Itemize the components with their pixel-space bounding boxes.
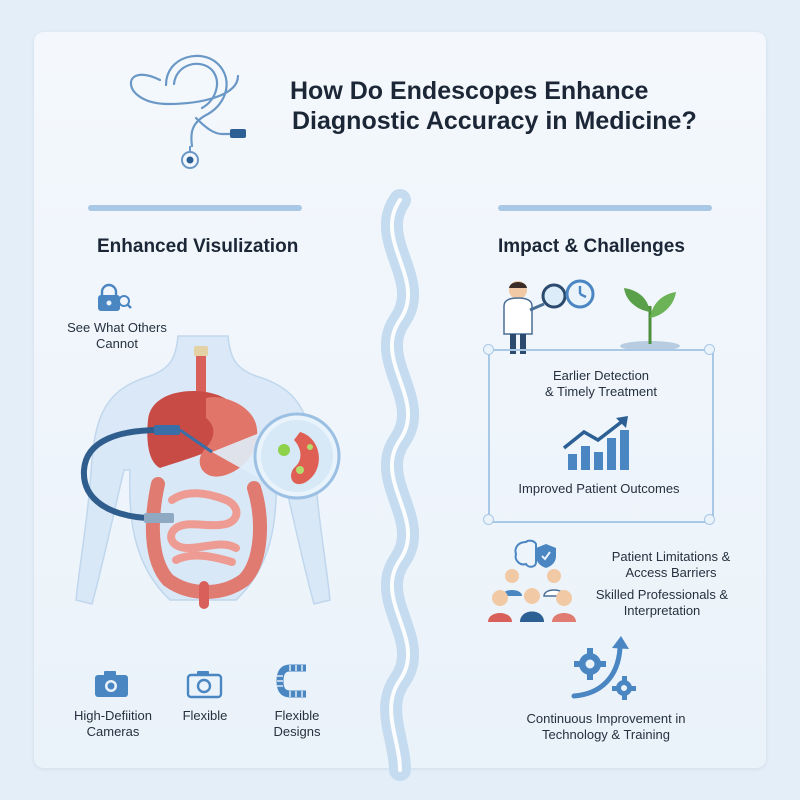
- impact-frame: [488, 349, 714, 523]
- left-heading: Enhanced Visulization: [97, 236, 299, 257]
- gears-arrow-icon: [571, 636, 636, 700]
- left-accent-bar: [88, 205, 302, 211]
- skilled-line-2: Interpretation: [623, 603, 701, 618]
- title-line-1: How Do Endescopes Enhance: [290, 77, 649, 105]
- doctor-magnifier-icon: [503, 279, 595, 354]
- feature-2-line-1: Flexible: [182, 708, 228, 723]
- growth-chart-icon: [562, 416, 629, 470]
- feature-3-line-2: Designs: [273, 724, 321, 739]
- improve-line-2: Technology & Training: [542, 727, 670, 742]
- limits-line-1: Patient Limitations &: [611, 549, 731, 564]
- feature-flexible-designs: Flexible Designs: [256, 708, 338, 740]
- feature-3-line-1: Flexible: [274, 708, 320, 723]
- title-line-2: Diagnostic Accuracy in Medicine?: [292, 107, 697, 135]
- camera-outline-icon: [186, 671, 223, 699]
- right-accent-bar: [498, 205, 712, 211]
- detect-line-2: & Timely Treatment: [545, 384, 657, 399]
- skilled-professionals-label: Skilled Professionals & Interpretation: [586, 587, 738, 619]
- feature-1-line-1: High-Defiition: [73, 708, 153, 723]
- see-line-1: See What Others: [67, 320, 167, 335]
- camera-icon: [95, 671, 128, 697]
- frame-corner-dot: [483, 344, 494, 355]
- see-line-2: Cannot: [96, 336, 138, 351]
- feature-1-line-2: Cameras: [86, 724, 140, 739]
- improved-outcomes-label: Improved Patient Outcomes: [518, 481, 680, 496]
- feature-hd-cameras: High-Defiition Cameras: [62, 708, 164, 740]
- lock-icon: [98, 283, 132, 311]
- continuous-improvement-label: Continuous Improvement in Technology & T…: [508, 711, 704, 743]
- right-heading: Impact & Challenges: [498, 236, 685, 257]
- see-what-others-label: See What Others Cannot: [58, 320, 176, 352]
- team-icon: [488, 569, 576, 622]
- frame-corner-dot: [704, 514, 715, 525]
- detect-line-1: Earlier Detection: [552, 368, 650, 383]
- skilled-line-1: Skilled Professionals &: [595, 587, 729, 602]
- improve-line-1: Continuous Improvement in: [526, 711, 686, 726]
- flexible-tube-icon: [276, 664, 306, 698]
- page-title: How Do Endescopes Enhance Diagnostic Acc…: [290, 76, 720, 136]
- frame-corner-dot: [704, 344, 715, 355]
- frame-corner-dot: [483, 514, 494, 525]
- earlier-detection-label: Earlier Detection & Timely Treatment: [506, 368, 696, 400]
- patient-limitations-label: Patient Limitations & Access Barriers: [596, 549, 746, 581]
- plant-sprout-icon: [620, 288, 680, 351]
- limits-line-2: Access Barriers: [625, 565, 717, 580]
- brain-shield-icon: [514, 539, 556, 568]
- feature-flexible: Flexible: [165, 708, 245, 724]
